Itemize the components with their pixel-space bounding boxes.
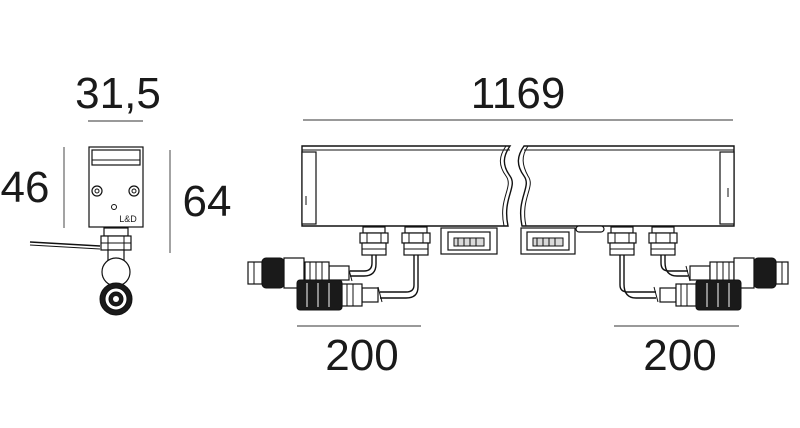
data-port-left (440, 227, 498, 255)
left-connector-1 (247, 257, 350, 289)
left-gland-1 (359, 226, 389, 256)
gland-nut (103, 227, 129, 237)
right-connector-2 (659, 279, 742, 311)
cable-lead (29, 241, 101, 247)
body-height-dimension-label: 46 (1, 163, 50, 212)
front-view: 1169 (247, 69, 789, 380)
right-gland-2 (648, 226, 678, 256)
end-cap-right (719, 151, 735, 225)
length-dimension-label: 1169 (471, 69, 566, 118)
data-port-right (520, 227, 576, 255)
cable-left-dimension-label: 200 (325, 331, 398, 380)
profile-lens (91, 149, 141, 166)
brand-logo: L&D (119, 214, 137, 224)
connector-head (101, 257, 131, 287)
cable-right-dimension-label: 200 (643, 331, 716, 380)
side-view: 31,5 46 64 L&D (1, 69, 232, 316)
screw-left (91, 185, 103, 197)
screw-right (128, 185, 140, 197)
right-gland-1 (607, 226, 637, 256)
left-connector-2 (296, 279, 379, 311)
right-cable-2 (660, 255, 688, 272)
end-cap-left (301, 151, 317, 225)
total-height-dimension-label: 64 (183, 177, 232, 226)
width-dimension-label: 31,5 (75, 69, 161, 118)
right-cable-1 (619, 255, 656, 293)
left-gland-2 (401, 226, 431, 256)
profile-right-section (517, 145, 735, 227)
profile-left-section (301, 145, 513, 227)
left-cable-2 (380, 255, 415, 293)
left-cable-1 (350, 255, 373, 272)
